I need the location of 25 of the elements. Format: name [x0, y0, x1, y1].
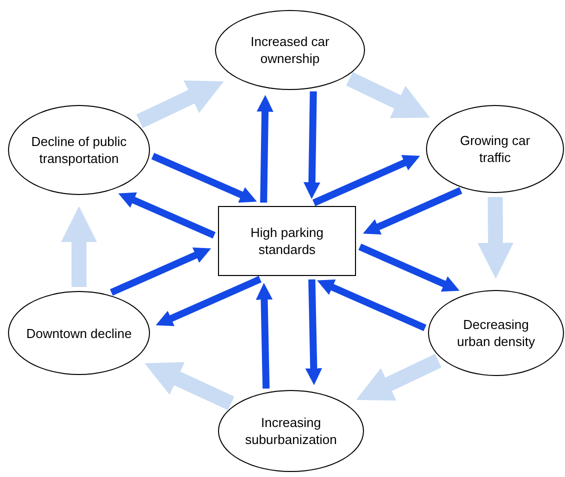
ellipse-node: Increased car ownership: [215, 10, 365, 90]
arrow: [356, 354, 442, 401]
arrow: [156, 276, 262, 326]
arrow: [305, 279, 322, 386]
ellipse-node: Decreasing urban density: [428, 290, 564, 376]
ellipse-node: Decline of public transportation: [8, 105, 150, 195]
arrow: [358, 244, 460, 292]
arrow: [144, 362, 234, 410]
arrow: [478, 196, 514, 279]
process-box: High parking standards: [218, 206, 356, 276]
arrow: [256, 282, 273, 389]
arrow: [362, 187, 462, 235]
arrow: [151, 152, 257, 203]
arrow: [61, 206, 97, 287]
ellipse-node: Increasing suburbanization: [218, 390, 364, 472]
ellipse-node: Downtown decline: [8, 291, 150, 375]
arrow: [312, 155, 420, 206]
arrow: [118, 192, 216, 239]
arrow: [317, 280, 426, 332]
arrow: [256, 94, 274, 203]
ellipse-node: Growing car traffic: [426, 105, 564, 193]
arrow: [136, 80, 224, 128]
arrow: [304, 91, 320, 200]
arrow: [110, 247, 212, 296]
arrow: [346, 72, 430, 118]
